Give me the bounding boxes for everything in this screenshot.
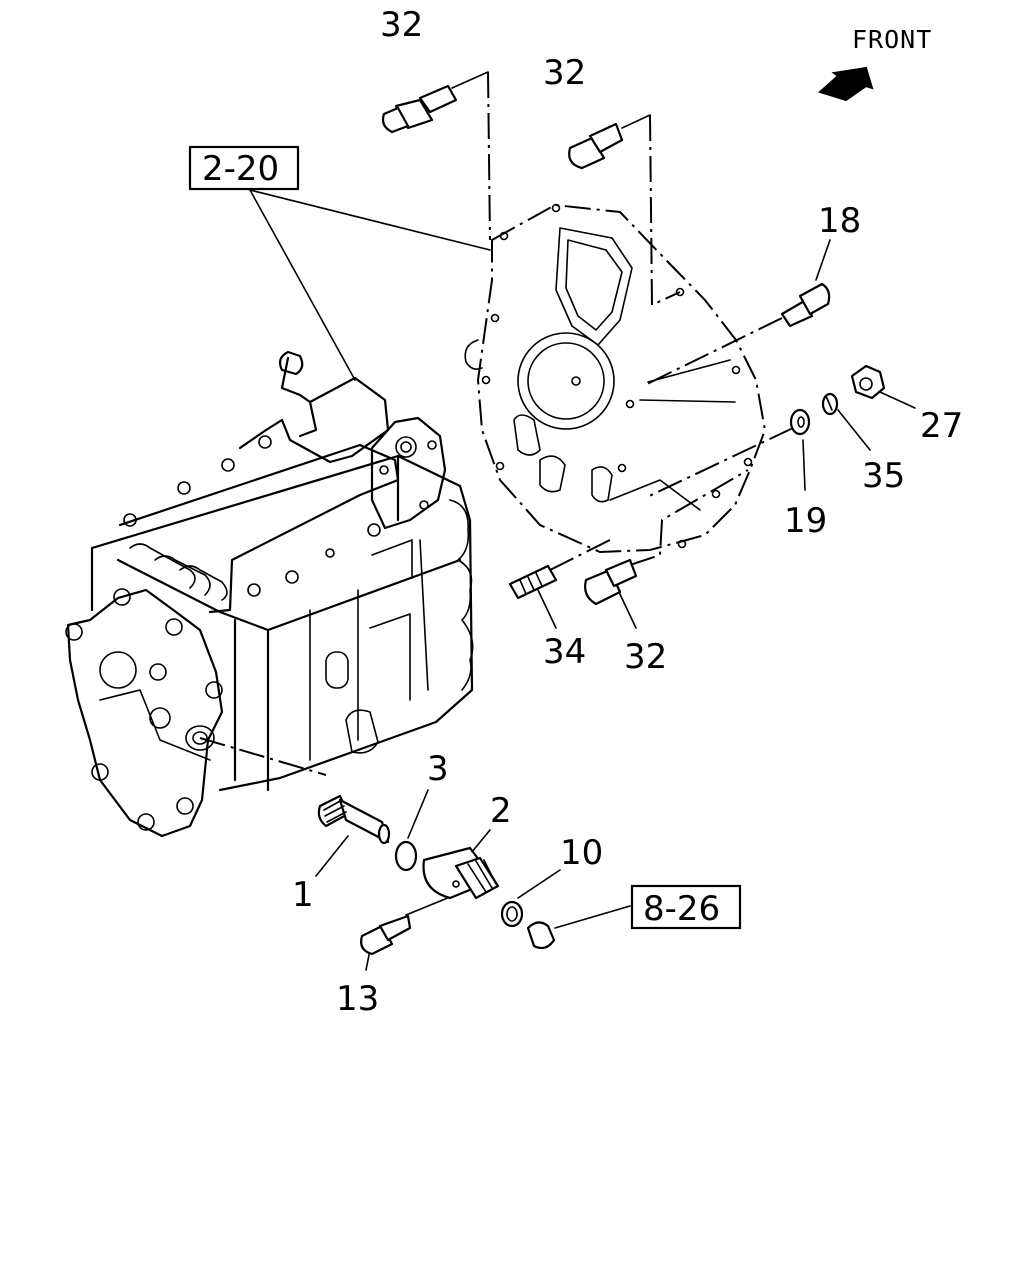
o-ring-3 (394, 840, 418, 872)
callout-27: 27 (920, 406, 963, 446)
ref-2-20-label: 2-20 (202, 149, 279, 189)
bolt-18 (780, 282, 831, 328)
plug-8-26 (526, 921, 556, 950)
front-label: FRONT (852, 25, 932, 54)
nut-27 (850, 364, 886, 400)
washer-19 (789, 408, 811, 436)
callout-19: 19 (784, 501, 827, 541)
callout-10: 10 (560, 833, 603, 873)
ref-box-2-20[interactable]: 2-20 (188, 145, 300, 191)
ref-box-8-26[interactable]: 8-26 (630, 884, 742, 930)
callout-3: 3 (427, 749, 449, 789)
callout-32-upper: 32 (543, 53, 586, 93)
callout-13: 13 (336, 979, 379, 1019)
parts (317, 84, 886, 956)
transmission-case (65, 350, 474, 838)
seal-10 (500, 900, 524, 928)
bolt-32-upper (568, 122, 624, 170)
leader-lines (199, 71, 916, 971)
ref-8-26-label: 8-26 (643, 889, 720, 929)
callout-18: 18 (818, 201, 861, 241)
flywheel-housing (464, 203, 767, 554)
washer-35 (821, 392, 839, 416)
bolt-32-lower (584, 558, 638, 606)
bolt-13 (360, 914, 412, 956)
callout-34: 34 (543, 632, 586, 672)
front-arrow-icon (818, 66, 874, 102)
sleeve-2 (422, 846, 500, 900)
callout-1: 1 (292, 875, 314, 915)
callout-32-lower: 32 (624, 637, 667, 677)
bolt-32-upper-left (381, 84, 458, 134)
shaft-1 (317, 794, 391, 845)
callouts: 32 32 18 27 35 19 34 32 3 2 10 1 13 (292, 5, 963, 1019)
callout-32-upper-left: 32 (380, 5, 423, 45)
callout-35: 35 (862, 456, 905, 496)
front-direction-indicator: FRONT (818, 25, 932, 102)
callout-2: 2 (490, 791, 512, 831)
stud-34 (508, 564, 558, 600)
